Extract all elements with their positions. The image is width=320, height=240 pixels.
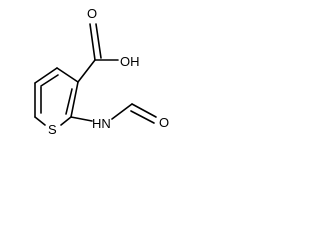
bond-c2-c1	[70, 81, 79, 118]
bond-cho-double-o	[131, 103, 157, 118]
bond-c4-c3	[34, 67, 58, 84]
bond-cho-double-o-inner	[130, 110, 155, 124]
oxygen-acid-label: O	[87, 6, 97, 21]
bond-cooh-double-o-inner	[95, 23, 102, 59]
chemical-structure-canvas: O OH S HN O	[0, 0, 178, 154]
bond-s-c5	[34, 116, 46, 126]
amine-label: HN	[92, 116, 111, 131]
bond-nh-cho	[111, 103, 133, 120]
structure-svg: O OH S HN O	[34, 6, 169, 137]
bond-c1-s	[60, 116, 72, 126]
bond-c2-ccooh	[77, 59, 96, 83]
hydroxyl-label: OH	[120, 54, 140, 69]
sulfur-label: S	[48, 122, 57, 137]
bond-cooh-double-o	[89, 23, 96, 61]
bond-c1-nh	[70, 116, 93, 122]
bond-c4-c3-inner	[40, 74, 59, 87]
oxygen-aldehyde-label: O	[159, 115, 169, 130]
bond-c3-c2	[56, 67, 79, 83]
bond-c1-c1-inner	[65, 88, 73, 115]
